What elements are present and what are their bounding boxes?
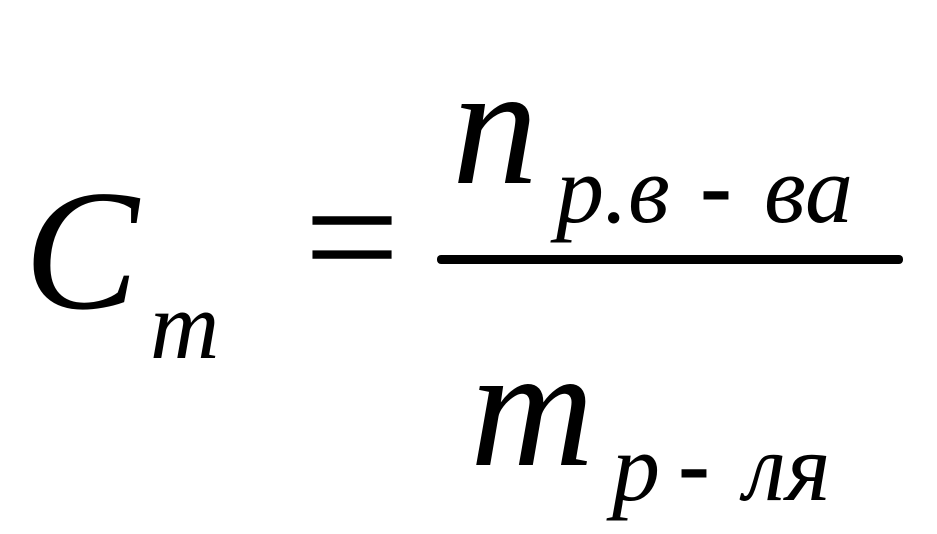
- numerator-subscript-part-b: ва: [764, 136, 854, 243]
- denominator-subscript-part-a: р: [612, 414, 660, 521]
- denominator-subscript-dash: -: [678, 410, 710, 517]
- lhs-symbol: C: [24, 156, 139, 346]
- denominator-symbol: m: [470, 313, 595, 503]
- equals-sign: =: [304, 143, 400, 331]
- lhs-subscript: m: [150, 272, 220, 379]
- numerator-subscript-dash: -: [700, 132, 732, 239]
- numerator-subscript-part-a: р.в: [556, 136, 670, 243]
- denominator-subscript-part-b: ля: [744, 414, 831, 521]
- numerator-symbol: n: [452, 31, 538, 221]
- fraction-bar: [437, 255, 903, 264]
